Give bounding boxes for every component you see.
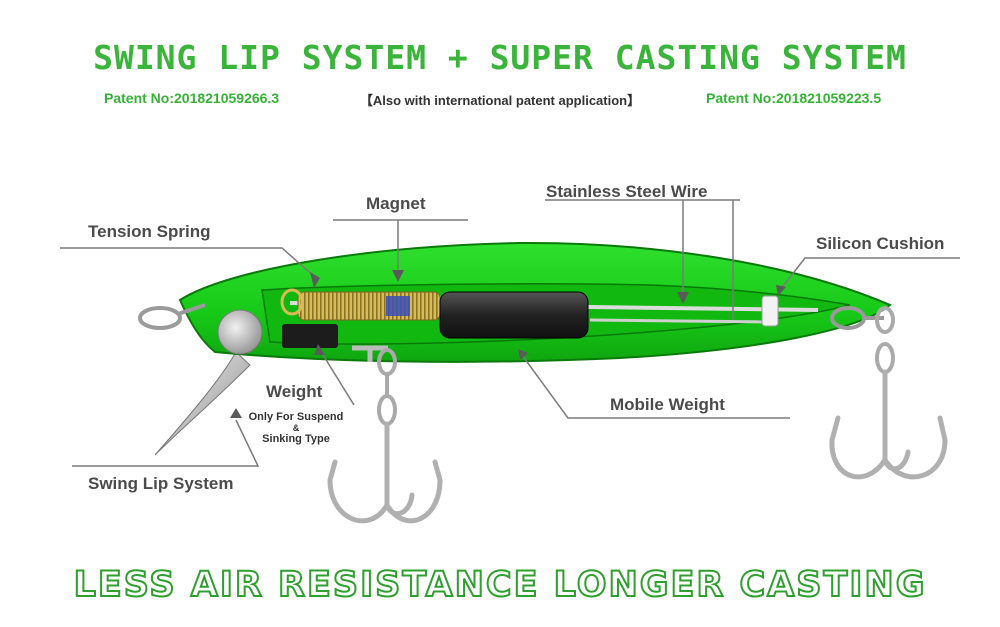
silicon-cushion <box>761 295 779 327</box>
patent-number-right: Patent No:201821059223.5 <box>706 90 882 106</box>
label-magnet: Magnet <box>366 194 426 213</box>
label-swing-lip-system: Swing Lip System <box>88 474 234 493</box>
swing-lip-pivot-ball <box>217 309 263 355</box>
weight-note-line-2: & <box>292 423 300 433</box>
label-weight: Weight <box>266 382 323 401</box>
patent-number-left: Patent No:201821059266.3 <box>104 90 280 106</box>
page-title: SWING LIP SYSTEM + SUPER CASTING SYSTEM <box>93 38 907 77</box>
label-mobile-weight: Mobile Weight <box>610 395 725 414</box>
patent-international-note: 【Also with international patent applicat… <box>359 93 641 108</box>
label-stainless-steel-wire: Stainless Steel Wire <box>546 182 708 201</box>
belly-treble-hook <box>327 421 443 524</box>
fixed-weight <box>282 324 338 348</box>
slogan-banner: LESS AIR RESISTANCE LONGER CASTING <box>73 564 927 606</box>
callout-arrowheads <box>230 270 786 418</box>
front-eye-ring <box>138 306 182 330</box>
belly-hook-hanger <box>352 345 388 362</box>
swing-lip <box>154 351 251 456</box>
magnet <box>386 296 410 316</box>
label-tension-spring: Tension Spring <box>88 222 211 241</box>
tension-spring <box>297 291 441 321</box>
mobile-weight <box>439 291 589 339</box>
weight-note-line-3: Sinking Type <box>262 433 330 445</box>
label-weight-note: Only For Suspend & Sinking Type <box>240 411 352 446</box>
label-silicon-cushion: Silicon Cushion <box>816 234 945 253</box>
tail-treble-hook <box>829 369 948 480</box>
weight-note-line-1: Only For Suspend <box>248 411 344 423</box>
callout-lines <box>60 199 960 467</box>
